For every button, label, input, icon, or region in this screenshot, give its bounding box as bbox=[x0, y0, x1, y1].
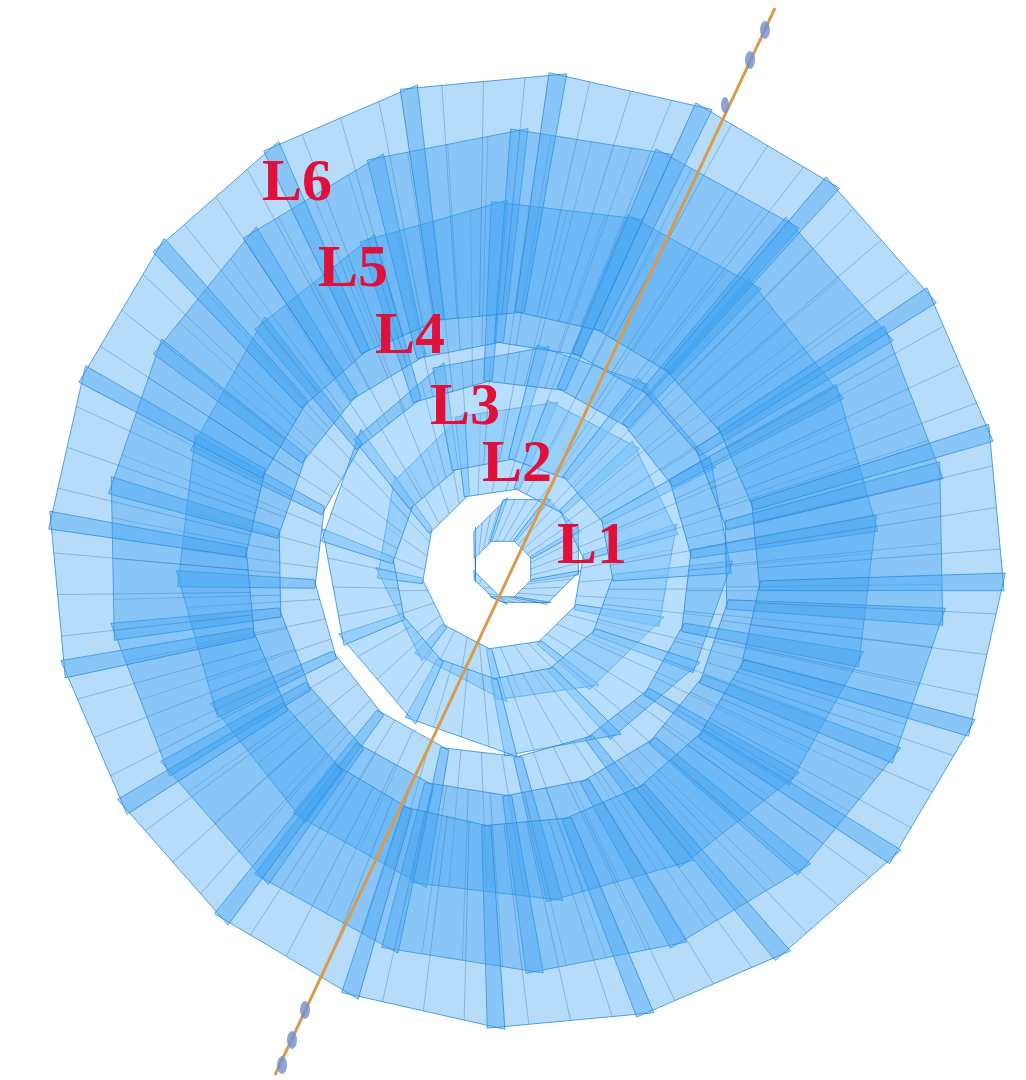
strip-line bbox=[710, 718, 911, 828]
strip-line bbox=[399, 401, 434, 488]
strip-line bbox=[518, 593, 555, 596]
strip-line bbox=[54, 553, 248, 570]
panel-face bbox=[482, 818, 654, 1029]
strip-line bbox=[751, 625, 987, 655]
strip-line bbox=[572, 650, 655, 701]
strip-line bbox=[549, 820, 612, 1017]
strip-line bbox=[58, 488, 251, 535]
strip-line bbox=[399, 603, 434, 614]
strip-line bbox=[479, 523, 482, 554]
strip-line bbox=[483, 674, 490, 746]
strip-line bbox=[376, 420, 421, 498]
hit-marker bbox=[745, 51, 755, 69]
strip-line bbox=[721, 699, 932, 792]
strip-line bbox=[538, 670, 592, 739]
strip-line bbox=[464, 822, 469, 1021]
strip-line bbox=[756, 603, 997, 614]
strip-line bbox=[461, 669, 467, 737]
strip-line bbox=[523, 587, 564, 588]
strip-line bbox=[526, 822, 570, 1021]
strip-line bbox=[100, 346, 273, 458]
strip-line bbox=[339, 604, 402, 616]
strip-line bbox=[396, 650, 432, 701]
strip-line bbox=[527, 579, 572, 584]
strip-line bbox=[331, 513, 397, 548]
strip-line bbox=[184, 224, 318, 393]
layer-label: L2 bbox=[482, 431, 552, 491]
strip-line bbox=[483, 587, 490, 588]
layer-label: L5 bbox=[318, 236, 388, 296]
strip-line bbox=[504, 824, 529, 1024]
strip-line bbox=[483, 515, 490, 550]
strip-line bbox=[423, 817, 447, 1011]
strip-line bbox=[480, 82, 484, 317]
layer-label: L6 bbox=[262, 150, 332, 210]
strip-line bbox=[200, 753, 327, 893]
strip-line bbox=[488, 593, 499, 596]
strip-line bbox=[518, 506, 555, 545]
strip-line bbox=[94, 669, 270, 737]
strip-line bbox=[537, 82, 590, 317]
strip-line bbox=[61, 615, 252, 636]
strip-line bbox=[377, 638, 422, 679]
layer-label: L1 bbox=[557, 513, 627, 573]
hit-marker bbox=[277, 1056, 287, 1074]
track-line bbox=[275, 8, 775, 1075]
particle-track bbox=[275, 8, 775, 1075]
strip-line bbox=[754, 466, 993, 523]
strip-line bbox=[442, 85, 457, 318]
sensor-panel bbox=[698, 660, 975, 864]
hit-marker bbox=[721, 97, 729, 113]
strip-line bbox=[111, 690, 279, 776]
strip-line bbox=[613, 124, 731, 339]
silicon-layers bbox=[49, 73, 1006, 1030]
layer-label: L3 bbox=[430, 374, 500, 434]
hit-marker bbox=[287, 1031, 297, 1049]
panel-face bbox=[752, 424, 1005, 591]
layer-label: L4 bbox=[375, 303, 445, 363]
strip-line bbox=[479, 579, 482, 584]
strip-line bbox=[58, 592, 251, 594]
strip-line bbox=[497, 500, 515, 542]
strip-line bbox=[333, 587, 398, 588]
strip-line bbox=[341, 485, 403, 533]
sensor-panel bbox=[482, 818, 654, 1029]
hit-marker bbox=[760, 21, 770, 39]
strip-line bbox=[758, 549, 1000, 568]
panel-face bbox=[698, 660, 975, 864]
strip-line bbox=[756, 507, 997, 545]
sensor-panel bbox=[752, 424, 1005, 591]
hit-marker bbox=[300, 1001, 310, 1019]
strip-line bbox=[733, 679, 954, 755]
strip-line bbox=[522, 673, 563, 744]
